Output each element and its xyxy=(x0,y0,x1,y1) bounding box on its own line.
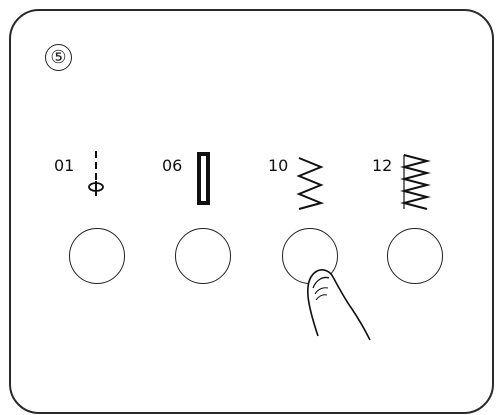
stitch-button-10[interactable] xyxy=(282,228,338,284)
zigzag-stitch-icon xyxy=(296,157,325,210)
stitch-button-06[interactable] xyxy=(175,228,231,284)
satin-zigzag-icon xyxy=(400,154,431,210)
step-number-badge: ⑤ xyxy=(45,44,72,71)
stitch-code-12: 12 xyxy=(372,156,393,175)
stitch-code-06: 06 xyxy=(162,156,183,175)
stitch-code-10: 10 xyxy=(268,156,289,175)
straight-stitch-icon xyxy=(88,151,104,196)
stitch-button-12[interactable] xyxy=(387,228,443,284)
control-panel xyxy=(9,9,494,414)
stitch-code-01: 01 xyxy=(54,156,75,175)
stitch-button-01[interactable] xyxy=(69,228,125,284)
bar-tack-icon xyxy=(197,152,210,205)
